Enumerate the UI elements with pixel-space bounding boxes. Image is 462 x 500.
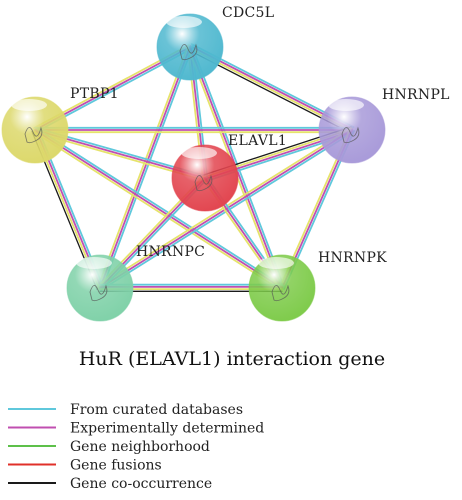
- node-sphere: [156, 13, 224, 81]
- node-hnrnpc[interactable]: [66, 254, 134, 322]
- node-label-hnrnpl: HNRNPL: [382, 87, 450, 103]
- node-sphere: [318, 96, 386, 164]
- edge-strand-curated: [101, 46, 193, 290]
- sphere-highlight: [328, 99, 364, 111]
- figure-caption: HuR (ELAVL1) interaction gene: [79, 348, 385, 370]
- edge-strand-textmining: [97, 45, 189, 289]
- sphere-highlight: [166, 16, 202, 28]
- legend-item: From curated databases: [8, 402, 243, 418]
- protein-structure-icon: [341, 126, 360, 144]
- legend-label: From curated databases: [70, 402, 243, 418]
- edge-ptbp1-hnrnpl: [34, 126, 353, 134]
- protein-structure-icon: [179, 43, 198, 61]
- legend-label: Gene neighborhood: [70, 439, 210, 455]
- node-hnrnpl[interactable]: [318, 96, 386, 164]
- node-label-ptbp1: PTBP1: [70, 86, 119, 102]
- edge-strand-curated: [35, 127, 285, 288]
- node-sphere: [171, 144, 239, 212]
- node-cdc5l[interactable]: [156, 13, 224, 81]
- legend-item: Gene co-occurrence: [8, 476, 212, 492]
- protein-structure-icon: [89, 284, 108, 302]
- node-sphere: [1, 96, 69, 164]
- legend-label: Gene co-occurrence: [70, 476, 212, 492]
- protein-structure-icon: [271, 284, 290, 302]
- sphere-highlight: [258, 257, 294, 269]
- node-sphere: [66, 254, 134, 322]
- node-label-hnrnpc: HNRNPC: [136, 244, 205, 260]
- node-label-hnrnpk: HNRNPK: [318, 250, 387, 266]
- legend-label: Gene fusions: [70, 458, 162, 474]
- sphere-highlight: [181, 147, 217, 159]
- edge-cdc5l-hnrnpc: [97, 45, 193, 290]
- protein-structure-icon: [194, 174, 213, 192]
- edge-ptbp1-hnrnpk: [32, 127, 285, 291]
- sphere-highlight: [76, 257, 112, 269]
- node-label-elavl1: ELAVL1: [228, 133, 287, 149]
- protein-structure-icon: [24, 126, 43, 144]
- legend-item: Gene fusions: [8, 458, 162, 474]
- node-hnrnpk[interactable]: [248, 254, 316, 322]
- node-sphere: [248, 254, 316, 322]
- node-ptbp1[interactable]: [1, 96, 69, 164]
- edge-strand-experimental: [34, 129, 283, 289]
- node-layer: [1, 13, 386, 322]
- legend-label: Experimentally determined: [70, 421, 264, 437]
- sphere-highlight: [11, 99, 47, 111]
- edge-strand-textmining: [32, 130, 282, 291]
- node-elavl1[interactable]: [171, 144, 239, 212]
- legend-item: Experimentally determined: [8, 421, 264, 437]
- edge-strand-experimental: [99, 46, 191, 289]
- node-label-cdc5l: CDC5L: [222, 5, 274, 21]
- legend-item: Gene neighborhood: [8, 439, 210, 455]
